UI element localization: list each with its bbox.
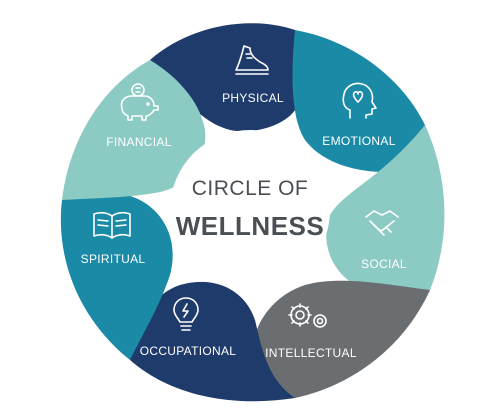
label-intellectual: INTELLECTUAL	[265, 346, 357, 360]
gears-icon	[288, 303, 327, 328]
center-title-line1: CIRCLE OF	[192, 177, 309, 200]
lightbulb-icon	[173, 297, 199, 331]
center-title-line2: WELLNESS	[176, 211, 324, 241]
label-social: SOCIAL	[361, 257, 407, 271]
piggy-bank-icon	[120, 83, 159, 121]
label-financial: FINANCIAL	[106, 135, 171, 149]
head-heart-icon	[342, 82, 377, 119]
segment-spiritual	[60, 191, 173, 360]
handshake-icon	[365, 210, 399, 236]
label-spiritual: SPIRITUAL	[81, 252, 146, 266]
running-shoe-icon	[235, 45, 269, 75]
label-physical: PHYSICAL	[222, 91, 284, 105]
center-disc	[170, 130, 330, 290]
label-occupational: OCCUPATIONAL	[140, 344, 237, 358]
segment-social	[326, 125, 445, 297]
segment-occupational	[130, 281, 295, 402]
segment-financial	[62, 60, 206, 200]
segment-intellectual	[251, 280, 430, 398]
segment-physical	[150, 23, 307, 132]
open-book-icon	[93, 211, 131, 239]
label-emotional: EMOTIONAL	[322, 134, 395, 148]
